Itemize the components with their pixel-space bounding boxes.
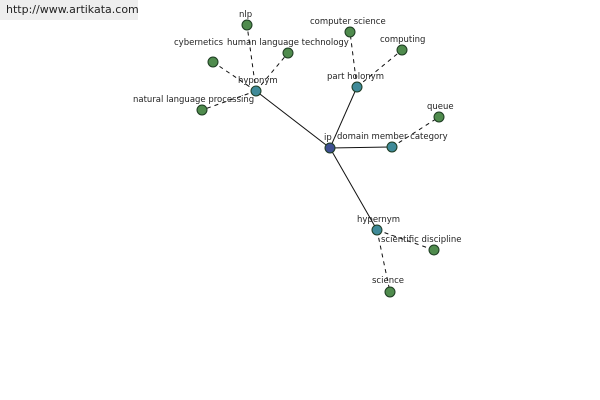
label-computing[interactable]: computing bbox=[380, 35, 425, 45]
watermark-url[interactable]: http://www.artikata.com bbox=[0, 0, 139, 20]
label-domain-member-category[interactable]: domain member category bbox=[337, 132, 448, 142]
label-cybernetics[interactable]: cybernetics bbox=[174, 38, 224, 48]
edge-hypernym-scientific-discipline bbox=[376, 229, 435, 251]
label-computer-science[interactable]: computer science bbox=[310, 17, 386, 27]
edge-hypernym-science bbox=[376, 229, 391, 293]
label-human-language-technology[interactable]: human language technology bbox=[227, 38, 349, 48]
node-computer-science[interactable] bbox=[344, 26, 356, 38]
label-queue[interactable]: queue bbox=[427, 102, 454, 112]
edge-domain-member-category-queue bbox=[391, 116, 440, 148]
label-part-holonym[interactable]: part holonym bbox=[327, 72, 384, 82]
label-scientific-discipline[interactable]: scientific discipline bbox=[381, 235, 461, 245]
node-hypernym[interactable] bbox=[371, 224, 383, 236]
node-natural-language-processing[interactable] bbox=[196, 104, 208, 116]
node-queue[interactable] bbox=[433, 111, 445, 123]
label-hyponym[interactable]: hyponym bbox=[238, 76, 278, 86]
edge-part-holonym-computing bbox=[356, 49, 403, 88]
node-nlp[interactable] bbox=[241, 19, 253, 31]
label-natural-language-processing[interactable]: natural language processing bbox=[133, 95, 254, 105]
node-science[interactable] bbox=[384, 286, 396, 298]
node-cybernetics[interactable] bbox=[207, 56, 219, 68]
node-human-language-technology[interactable] bbox=[282, 47, 294, 59]
edge-ip-hyponym bbox=[255, 90, 331, 149]
edge-ip-hypernym bbox=[329, 147, 378, 231]
node-ip[interactable] bbox=[324, 142, 336, 154]
edge-hyponym-natural-language-processing bbox=[201, 90, 257, 111]
node-computing[interactable] bbox=[396, 44, 408, 56]
node-domain-member-category[interactable] bbox=[386, 141, 398, 153]
edge-hyponym-cybernetics bbox=[212, 61, 257, 92]
label-hypernym[interactable]: hypernym bbox=[357, 215, 400, 225]
label-science[interactable]: science bbox=[372, 276, 404, 286]
edge-hyponym-human-language-technology bbox=[255, 52, 289, 92]
node-scientific-discipline[interactable] bbox=[428, 244, 440, 256]
edge-part-holonym-computer-science bbox=[349, 31, 358, 88]
node-part-holonym[interactable] bbox=[351, 81, 363, 93]
label-ip[interactable]: ip bbox=[324, 133, 332, 143]
node-hyponym[interactable] bbox=[250, 85, 262, 97]
edge-ip-part-holonym bbox=[329, 86, 358, 149]
edge-ip-domain-member-category bbox=[329, 146, 393, 149]
edge-hyponym-nlp bbox=[246, 24, 257, 92]
label-nlp[interactable]: nlp bbox=[239, 10, 252, 20]
